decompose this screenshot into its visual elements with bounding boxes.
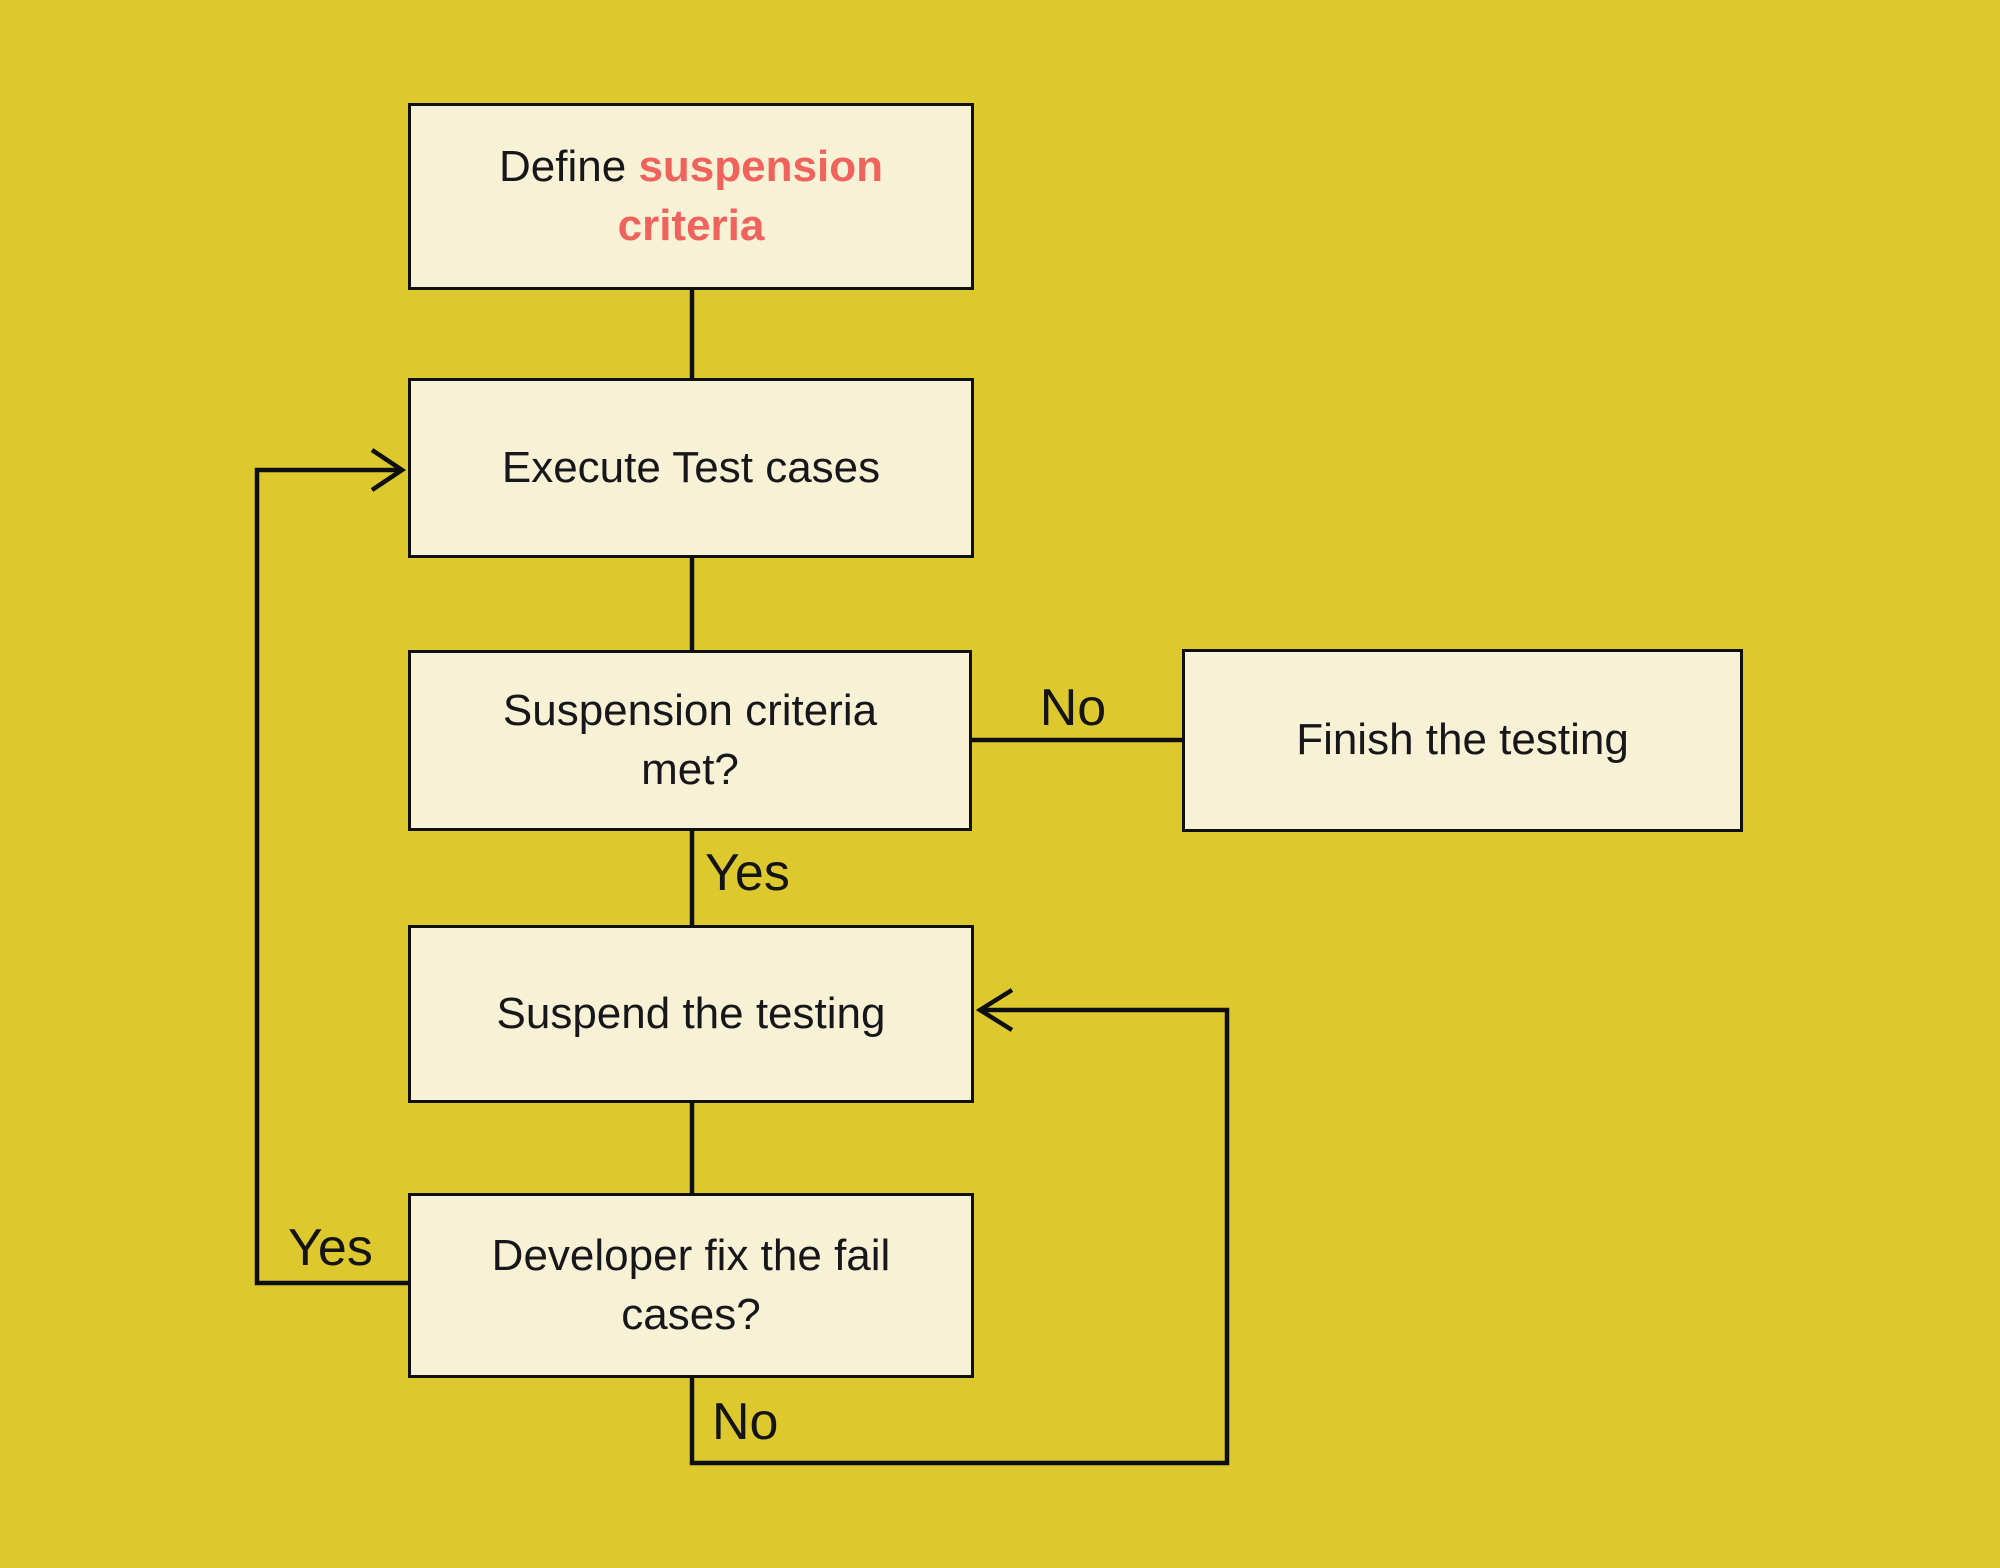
node-finish-the-testing: Finish the testing xyxy=(1182,649,1743,832)
node-text-line: met? xyxy=(641,744,739,794)
arrowhead-into-suspend xyxy=(975,988,1014,1032)
edge-label-no-loop-to-suspend: No xyxy=(712,1393,779,1451)
node-define-suspension-criteria: Define suspension criteria xyxy=(408,103,974,290)
node-text-line: Define suspension xyxy=(499,138,883,196)
node-text-line: cases? xyxy=(621,1289,761,1339)
node-text-accent: suspension xyxy=(638,142,883,192)
edge-label-yes-loop-to-execute: Yes xyxy=(288,1219,373,1277)
node-text-line: Suspension criteria xyxy=(502,686,878,736)
edge-label-yes-to-suspend: Yes xyxy=(705,844,790,902)
node-text-black: Define xyxy=(499,142,639,192)
edge-devfix-yes-loop-to-execute xyxy=(254,467,408,1286)
node-text-line: criteria xyxy=(617,200,765,250)
node-suspension-criteria-met: Suspension criteria met? xyxy=(408,650,972,831)
node-text-line: Suspend the testing xyxy=(496,988,886,1038)
node-text-line: Finish the testing xyxy=(1296,715,1629,765)
node-suspend-the-testing: Suspend the testing xyxy=(408,925,974,1103)
edge-devfix-no-loop-to-suspend xyxy=(689,1007,1230,1466)
node-execute-test-cases: Execute Test cases xyxy=(408,378,974,558)
node-developer-fix-fail-cases: Developer fix the fail cases? xyxy=(408,1193,974,1378)
node-text-line: Developer fix the fail xyxy=(491,1231,891,1281)
node-text-line: Execute Test cases xyxy=(501,442,881,492)
edge-label-no-to-finish: No xyxy=(1039,679,1107,737)
arrowhead-into-execute xyxy=(370,448,407,492)
